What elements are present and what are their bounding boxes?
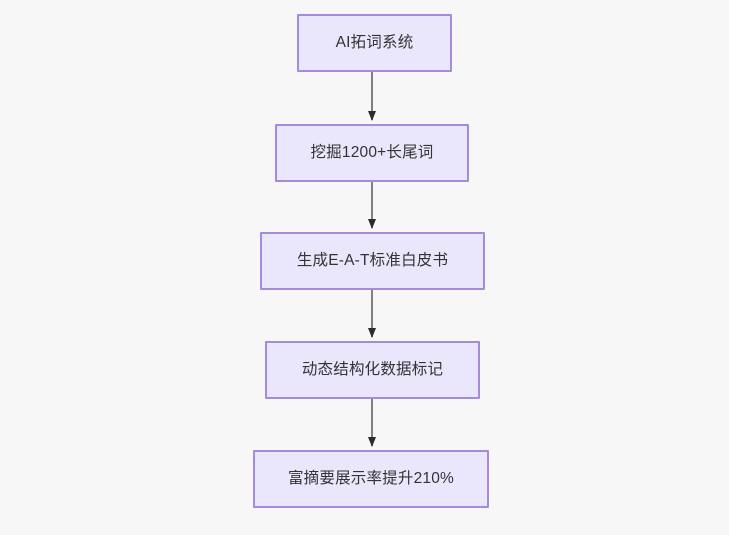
flow-node-label: 富摘要展示率提升210% bbox=[287, 469, 455, 487]
flow-node-eat-whitepaper[interactable]: 生成E-A-T标准白皮书 bbox=[260, 232, 485, 290]
flow-node-label: AI拓词系统 bbox=[335, 33, 414, 51]
flow-node-label: 挖掘1200+长尾词 bbox=[310, 143, 434, 161]
flow-node-label: 动态结构化数据标记 bbox=[301, 360, 444, 378]
flow-node-longtail-keywords[interactable]: 挖掘1200+长尾词 bbox=[275, 124, 469, 182]
flow-node-ai-keyword-system[interactable]: AI拓词系统 bbox=[297, 14, 452, 72]
flow-node-rich-snippet-result[interactable]: 富摘要展示率提升210% bbox=[253, 450, 489, 508]
flow-node-label: 生成E-A-T标准白皮书 bbox=[296, 251, 449, 269]
flow-node-structured-data-markup[interactable]: 动态结构化数据标记 bbox=[265, 341, 480, 399]
